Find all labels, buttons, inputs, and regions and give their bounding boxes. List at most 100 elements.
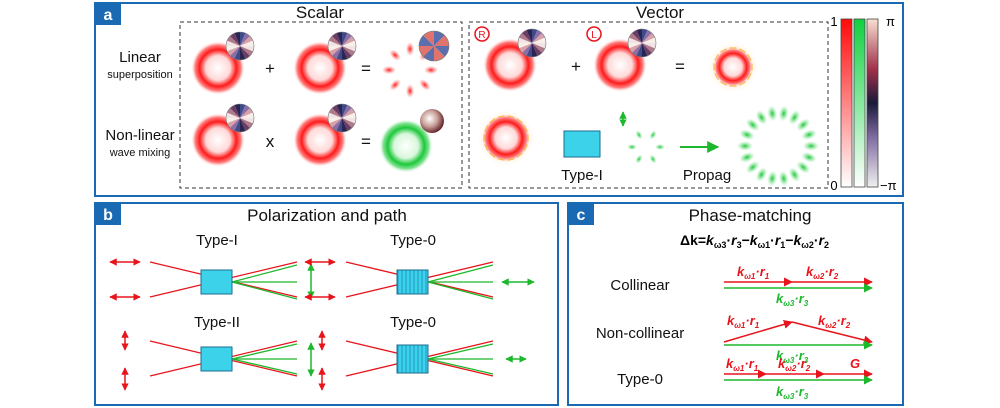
rcp-circle-icon (474, 26, 490, 42)
plus-operator: + (265, 59, 275, 78)
petal-lobe (745, 118, 760, 132)
k-w2-label: kω2·r2 (806, 264, 839, 281)
collinear-label: Collinear (610, 277, 669, 294)
lcp-circle-icon (586, 26, 602, 42)
petal-lobe (767, 105, 778, 122)
polarization-arrow (489, 118, 496, 124)
petal-lobe (655, 144, 665, 150)
petal-lobe (424, 65, 438, 75)
generated-beam (231, 343, 298, 360)
row1-sub: superposition (107, 69, 172, 81)
petal-lobe (778, 170, 789, 187)
polarization-arrow (747, 54, 752, 61)
polarization-arrow (507, 158, 515, 161)
panel-c: c Phase-matching Δk=kω3·r3−kω1·r1−kω2·r2… (567, 202, 904, 406)
vector-box (468, 21, 829, 189)
petal-lobe (405, 42, 415, 56)
scale-max-label: 1 (830, 14, 837, 29)
crystal-type-label: Type-I (561, 167, 603, 184)
panel-c-label: c (577, 207, 586, 224)
phase-disc-icon (627, 28, 657, 58)
config-label: Type-0 (390, 314, 436, 331)
sphere-icon (420, 109, 444, 133)
k-w3-label: kω3·r3 (776, 348, 809, 365)
scalar-box (179, 21, 463, 189)
panel-a-tab (95, 3, 121, 25)
polarization-arrow (714, 73, 719, 80)
k-w3-label: kω3·r3 (776, 384, 809, 401)
petal-lobe (649, 154, 657, 164)
panel-b: b Polarization and path Type-I Type-0 Ty… (94, 202, 559, 406)
k-w2-label: kω2·r2 (818, 313, 851, 330)
k-w1-label: kω1·r1 (726, 356, 759, 373)
phase-disc-icon (517, 28, 547, 58)
phase-disc-icon (327, 31, 357, 61)
polarization-arrow (714, 54, 719, 61)
non-collinear-label: Non-collinear (596, 325, 684, 342)
petal-lobe (755, 110, 768, 125)
k-w3-label: kω3·r3 (776, 291, 809, 308)
crystal-type-i (563, 130, 601, 158)
panel-b-frame (94, 202, 559, 406)
k-w1-vector (723, 319, 793, 343)
scale-min-label: 0 (830, 178, 837, 193)
ppln-crystal (396, 344, 429, 374)
config-label: Type-II (194, 314, 240, 331)
petal-lobe (739, 129, 755, 140)
panel-b-tab (95, 203, 121, 225)
generated-beam (427, 264, 494, 283)
grating-label: G (850, 356, 860, 371)
generated-beam (427, 281, 494, 300)
k-w2-vector (791, 321, 873, 345)
panel-b-label: b (103, 207, 113, 224)
config-label: Type-I (196, 232, 238, 249)
polarization-arrow (739, 81, 746, 86)
petal-lobe (801, 129, 817, 140)
equals-operator: = (361, 132, 371, 151)
type-0-label: Type-0 (617, 371, 663, 388)
petal-lobe (382, 65, 396, 75)
generated-beam (231, 264, 298, 283)
polarization-arrows (483, 115, 529, 161)
green-ring-beam (379, 119, 433, 173)
petal-lobe (801, 152, 817, 163)
polarization-arrows (713, 47, 753, 87)
phase-matching-equation: Δk=kω3·r3−kω1·r1−kω2·r2 (680, 232, 829, 250)
phase-disc-icon (327, 103, 357, 133)
petal-lobe (737, 141, 753, 151)
panel-c-tab (568, 203, 594, 225)
vector-beam (482, 114, 530, 162)
petal-lobe (788, 167, 801, 182)
k-w1-label: kω1·r1 (727, 313, 760, 330)
generated-beam (231, 358, 298, 375)
lcp-label: L (591, 30, 597, 41)
petal-lobe (778, 105, 789, 122)
vector-title: Vector (636, 3, 685, 22)
petal-lobe (389, 79, 401, 91)
petal-lobe (796, 160, 811, 174)
polarization-arrow (497, 158, 505, 161)
petal-lobe (803, 141, 819, 151)
petal-lobe (419, 79, 431, 91)
row2-sub: wave mixing (109, 147, 171, 159)
polarization-arrow (747, 73, 752, 80)
petal-lobe (389, 49, 401, 61)
equals-operator: = (675, 57, 685, 76)
times-operator: x (266, 132, 275, 151)
equals-operator: = (361, 59, 371, 78)
petal-lobe (745, 160, 760, 174)
petal-lobe (635, 154, 643, 164)
petal-lobe (796, 118, 811, 132)
panel-a-label: a (104, 7, 113, 24)
green-petal-ring (737, 105, 819, 187)
row2-label: Non-linear (105, 127, 174, 144)
phase-max-label: π (886, 14, 895, 29)
plus-operator: + (571, 57, 581, 76)
polarization-arrow (484, 144, 489, 151)
phase-disc-icon (225, 103, 255, 133)
petal-lobe (788, 110, 801, 125)
phase-min-label: −π (880, 178, 897, 193)
phase-disc-icon (225, 31, 255, 61)
panel-a-frame (94, 2, 904, 197)
k-w2-label: kω2·r2 (778, 356, 811, 373)
